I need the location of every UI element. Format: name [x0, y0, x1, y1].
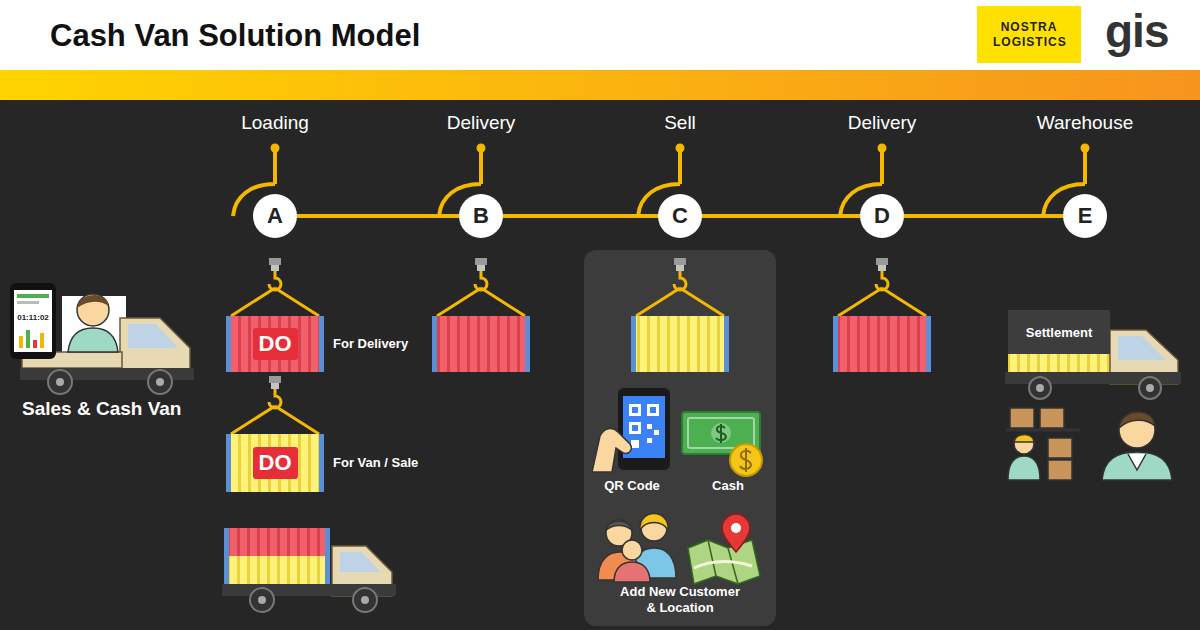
- step-circle: E: [1063, 194, 1107, 238]
- settlement-text: Settlement: [1026, 325, 1092, 340]
- timeline-connector: [702, 214, 860, 218]
- step-circle: B: [459, 194, 503, 238]
- step-label: Loading: [205, 112, 345, 134]
- step-label: Delivery: [812, 112, 952, 134]
- timeline-step: DeliveryD: [812, 112, 952, 240]
- figure-caption: Sales & Cash Van: [22, 398, 181, 420]
- step-circle: D: [860, 194, 904, 238]
- step-label: Delivery: [411, 112, 551, 134]
- step-label: Sell: [610, 112, 750, 134]
- clock-readout: 01:11:02: [14, 313, 52, 322]
- panel-caption: Cash: [680, 478, 776, 494]
- logo-word: gis: [1105, 8, 1168, 54]
- diagram-title: Cash Van Solution Model: [50, 18, 420, 54]
- step-circle: C: [658, 194, 702, 238]
- step-label: Warehouse: [1015, 112, 1155, 134]
- timeline-step: WarehouseE: [1015, 112, 1155, 240]
- do-badge: DO: [253, 328, 298, 360]
- settlement-box: Settlement: [1008, 310, 1110, 354]
- logo-text: NOSTRA LOGISTICS: [993, 20, 1065, 49]
- container-note: For Delivery: [333, 336, 429, 353]
- timeline-connector: [904, 214, 1063, 218]
- panel-caption: QR Code: [584, 478, 680, 494]
- container-box: DOFor Delivery: [226, 316, 324, 372]
- container-note: For Van / Sale: [333, 455, 429, 472]
- panel-caption: Add New Customer & Location: [616, 584, 744, 617]
- logo-box: NOSTRA LOGISTICS: [977, 6, 1081, 63]
- container-box: DOFor Van / Sale: [226, 434, 324, 492]
- timeline-step: LoadingA: [205, 112, 345, 240]
- timeline-connector: [503, 214, 658, 218]
- timeline-connector: [297, 214, 459, 218]
- timeline-step: SellC: [610, 112, 750, 240]
- do-badge: DO: [253, 447, 298, 479]
- sell-panel: QR CodeCashAdd New Customer & Location: [584, 250, 776, 626]
- step-circle: A: [253, 194, 297, 238]
- timeline-step: DeliveryB: [411, 112, 551, 240]
